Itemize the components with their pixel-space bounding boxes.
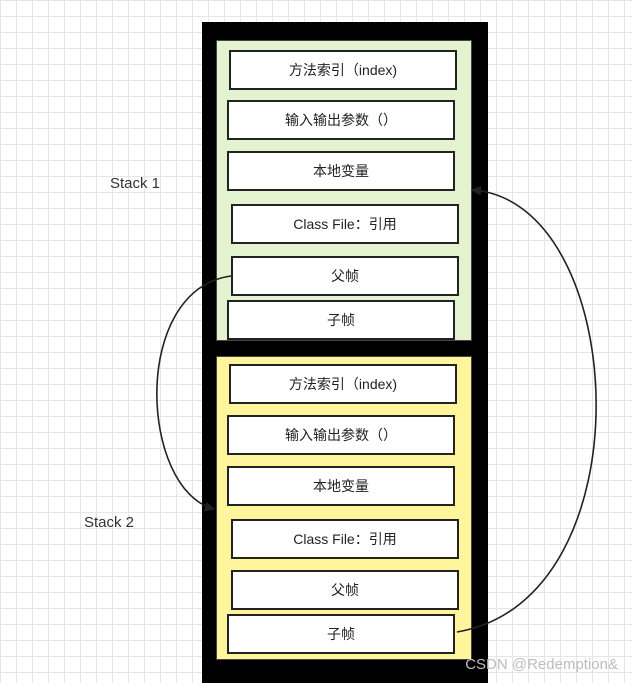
stack2-label: Stack 2 bbox=[84, 514, 135, 531]
child-frame-arrow bbox=[456, 185, 597, 633]
stack1-io-params-field: 输入输出参数（） bbox=[227, 100, 455, 140]
stack2-class-file-reference-field: Class File：引用 bbox=[231, 519, 459, 559]
stack1-child-frame-field: 子帧 bbox=[227, 300, 455, 340]
stack1-class-file-reference-field: Class File：引用 bbox=[231, 204, 459, 244]
stack2-parent-frame-field: 父帧 bbox=[231, 570, 459, 610]
stack1-local-variables-field: 本地变量 bbox=[227, 151, 455, 191]
stack2-io-params-field: 输入输出参数（） bbox=[227, 415, 455, 455]
watermark-text: CSDN @Redemption& bbox=[465, 656, 618, 673]
stack2-method-index-field: 方法索引（index) bbox=[229, 364, 457, 404]
stack2-child-frame-field: 子帧 bbox=[227, 614, 455, 654]
stack1-parent-frame-field: 父帧 bbox=[231, 256, 459, 296]
parent-frame-arrow bbox=[156, 275, 232, 512]
stack2-local-variables-field: 本地变量 bbox=[227, 466, 455, 506]
stack1-label: Stack 1 bbox=[110, 175, 161, 192]
stack1-method-index-field: 方法索引（index) bbox=[229, 50, 457, 90]
